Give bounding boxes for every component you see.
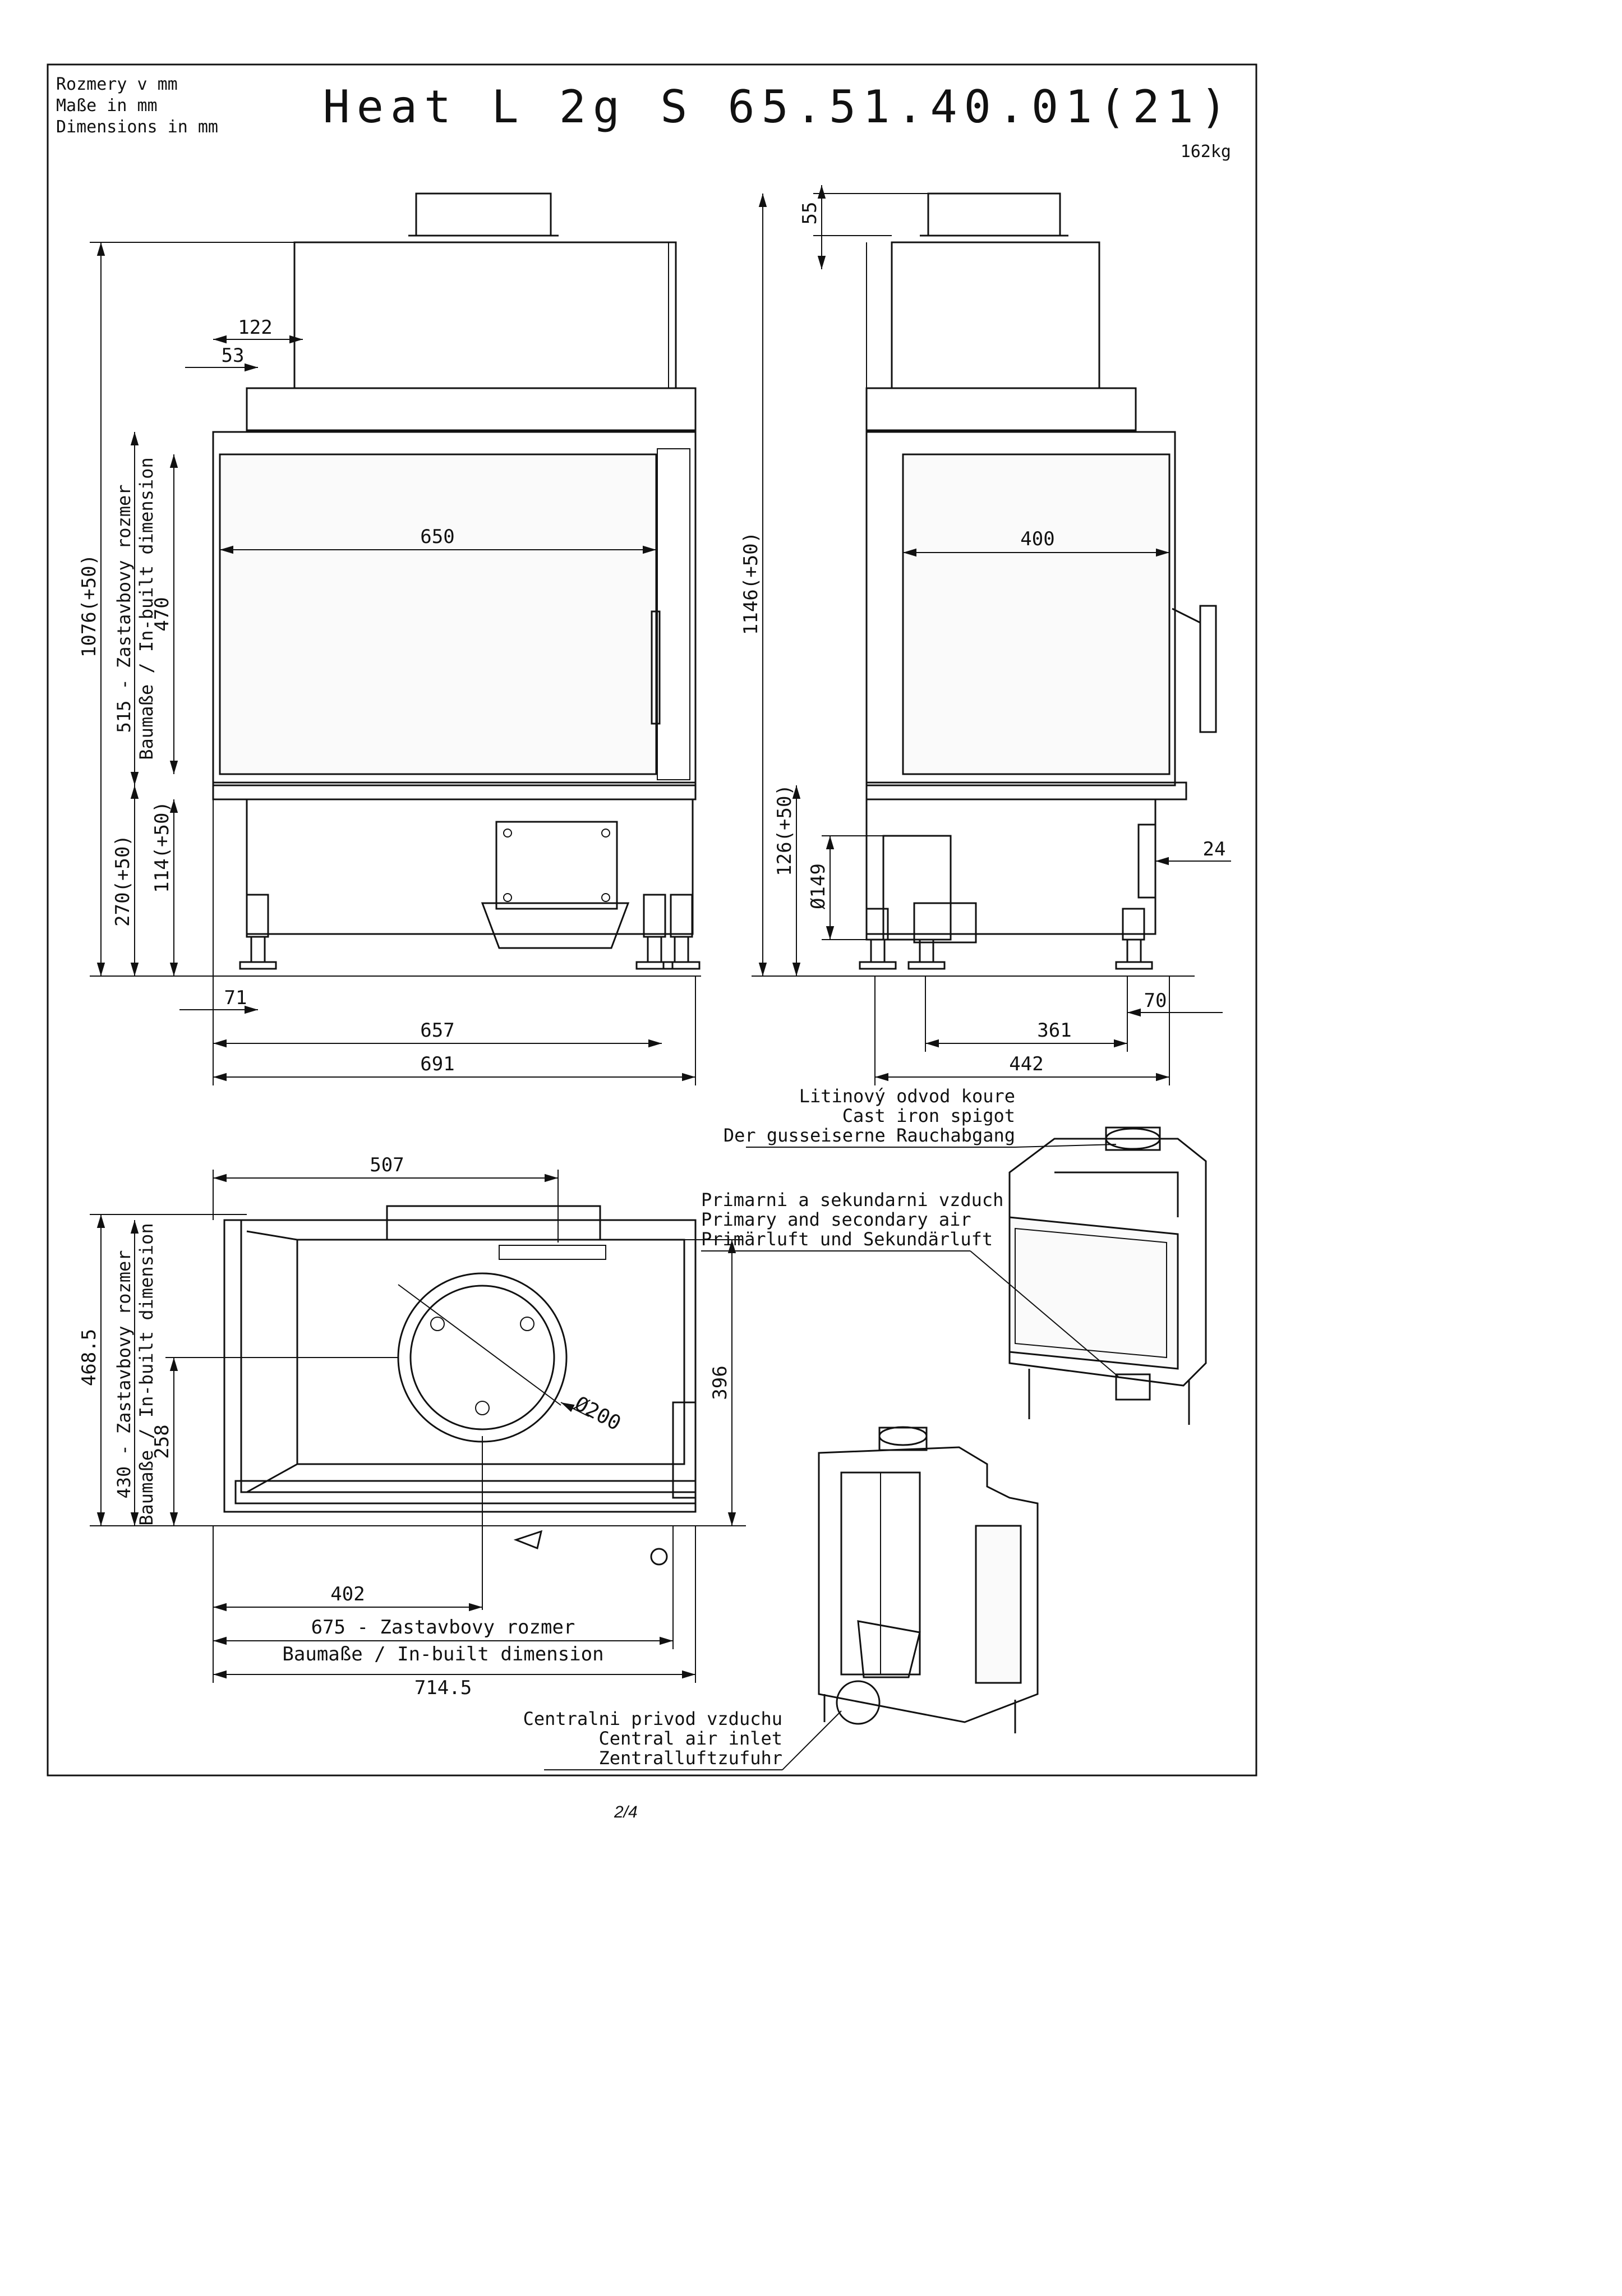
dim-front-270: 270(+50) (112, 835, 134, 927)
iso-view-front (1008, 1126, 1207, 1425)
callout-inlet-2: Central air inlet (598, 1728, 782, 1749)
sheet-frame (47, 63, 1257, 1777)
dim-side-1146: 1146(+50) (740, 532, 762, 635)
dim-top-430: 430 - Zastavbovy rozmer (113, 1250, 135, 1498)
model-title: Heat L 2g S 65.51.40.01(21) (323, 81, 1234, 133)
dim-front-515: 515 - Zastavbovy rozmer (113, 484, 135, 733)
dim-front-53: 53 (222, 344, 245, 367)
dim-side-24: 24 (1203, 838, 1226, 861)
dim-top-430-b: Baumaße / In-built dimension (136, 1223, 157, 1525)
dim-front-114: 114(+50) (151, 801, 173, 893)
units-line-1: Rozmery v mm (56, 75, 178, 94)
dim-top-402: 402 (330, 1583, 365, 1605)
dim-side-126: 126(+50) (773, 784, 796, 876)
callout-spigot-2: Cast iron spigot (842, 1105, 1015, 1126)
callout-spigot-1: Litinový odvod koure (799, 1085, 1015, 1107)
dim-side-400: 400 (1020, 528, 1054, 550)
callout-inlet-3: Zentralluftzufuhr (598, 1747, 782, 1769)
top-view: Ø200 507 468.5 430 - Zastavbovy rozmer B… (78, 1154, 746, 1699)
dim-top-468: 468.5 (78, 1329, 100, 1386)
dim-front-515-b: Baumaße / In-built dimension (136, 457, 157, 760)
side-view: 55 1146(+50) 400 126(+50) Ø149 24 361 70… (740, 185, 1231, 1085)
dim-top-714: 714.5 (414, 1677, 472, 1699)
dim-top-507: 507 (370, 1154, 404, 1176)
iso-view-back (818, 1426, 1039, 1733)
callout-spigot-3: Der gusseiserne Rauchabgang (724, 1125, 1015, 1146)
weight-label: 162kg (1181, 142, 1231, 162)
page-number: 2/4 (614, 1803, 638, 1821)
dim-side-70: 70 (1144, 990, 1167, 1012)
dim-top-675: 675 - Zastavbovy rozmer (311, 1616, 575, 1639)
dim-side-361: 361 (1037, 1019, 1071, 1042)
dim-top-396: 396 (709, 1365, 731, 1400)
dim-front-657: 657 (420, 1019, 454, 1042)
dim-front-691: 691 (420, 1053, 454, 1075)
dim-side-442: 442 (1009, 1053, 1043, 1075)
callout-air-1: Primarni a sekundarni vzduch (701, 1189, 1003, 1211)
dim-front-122: 122 (238, 316, 272, 339)
dim-front-71: 71 (224, 987, 247, 1009)
dim-front-650: 650 (420, 526, 454, 548)
callout-air-3: Primärluft und Sekundärluft (701, 1228, 993, 1250)
dim-front-470: 470 (151, 597, 173, 631)
front-view: 122 53 650 1076(+50) 515 - Zastavbovy ro… (78, 192, 701, 1085)
callout-inlet-1: Centralni privod vzduchu (523, 1708, 782, 1729)
dim-top-200: Ø200 (571, 1392, 625, 1435)
dim-side-55: 55 (799, 202, 821, 225)
dim-top-258: 258 (151, 1424, 173, 1458)
units-line-2: Maße in mm (56, 96, 158, 116)
dim-top-675-b: Baumaße / In-built dimension (282, 1643, 603, 1665)
callout-air-2: Primary and secondary air (701, 1209, 971, 1230)
dim-front-1076: 1076(+50) (78, 554, 100, 657)
dim-side-149: Ø149 (807, 863, 830, 909)
units-line-3: Dimensions in mm (56, 117, 218, 137)
